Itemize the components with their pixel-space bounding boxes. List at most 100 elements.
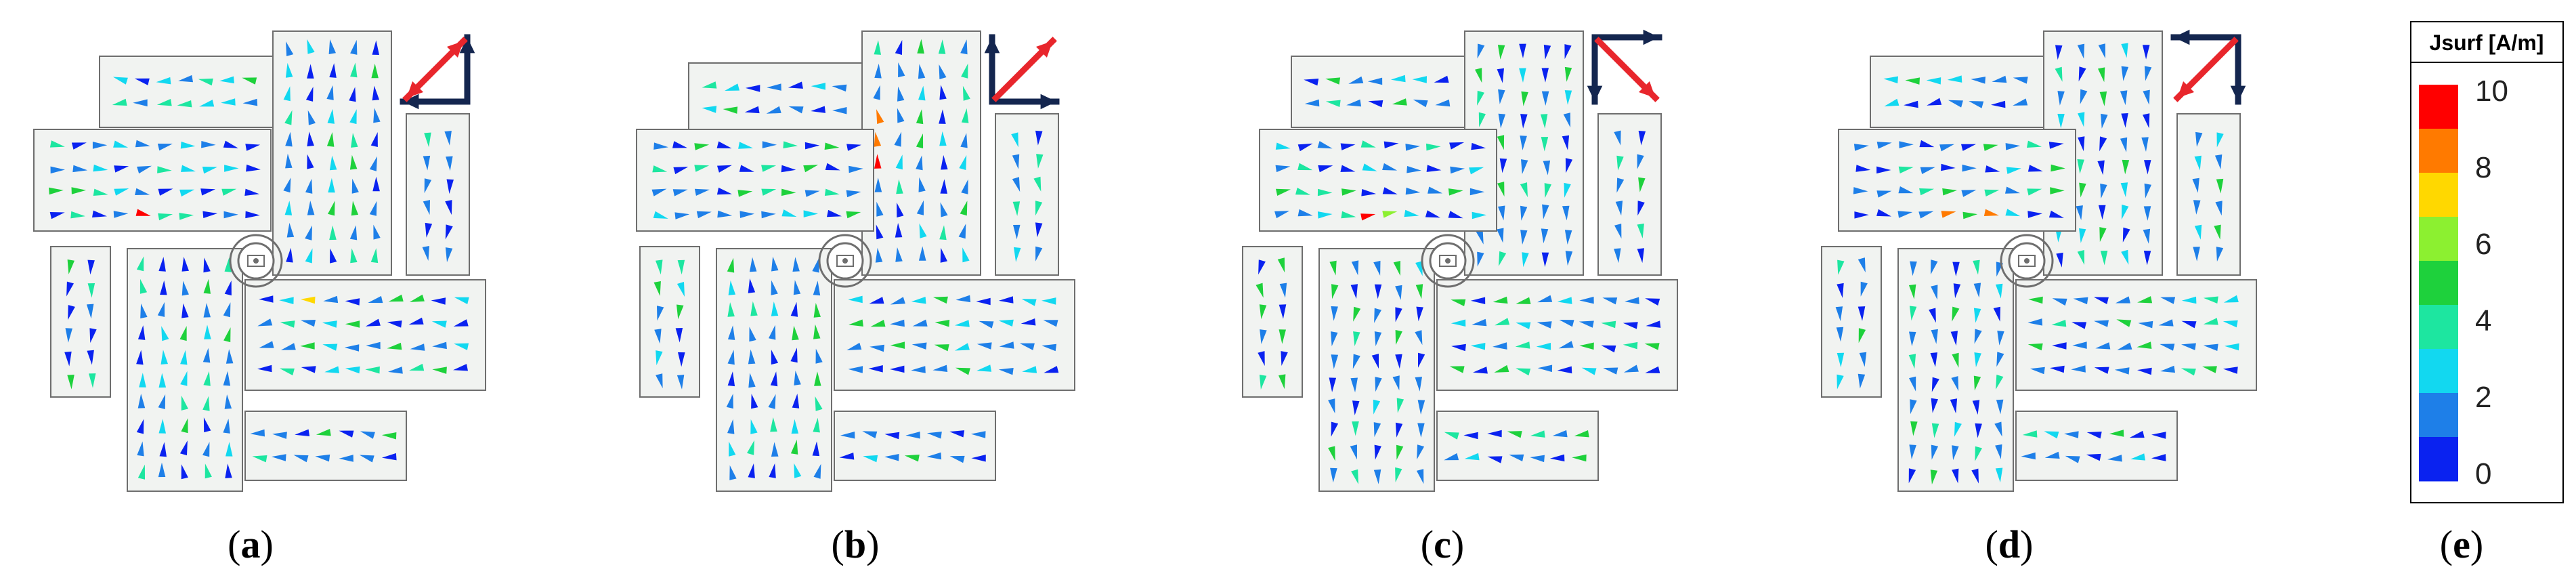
current-arrow xyxy=(768,394,776,409)
current-arrow xyxy=(1858,257,1866,273)
current-arrow xyxy=(158,188,173,196)
current-arrow xyxy=(1497,135,1505,150)
current-arrow xyxy=(1530,430,1545,438)
current-arrow xyxy=(368,295,383,304)
current-arrow xyxy=(911,342,927,350)
current-arrow xyxy=(283,86,291,102)
current-arrow xyxy=(1904,100,1918,108)
current-arrow xyxy=(137,165,152,174)
current-arrow xyxy=(962,247,970,263)
current-arrow xyxy=(453,319,469,327)
current-arrow xyxy=(203,417,211,433)
current-arrow xyxy=(2022,430,2038,438)
current-arrow xyxy=(1035,130,1043,146)
current-arrow xyxy=(286,41,294,56)
current-arrow xyxy=(365,366,380,374)
current-arrow xyxy=(678,352,685,367)
current-arrow xyxy=(2194,224,2202,240)
current-arrow xyxy=(1952,352,1959,368)
current-arrow xyxy=(112,98,127,106)
current-arrow xyxy=(769,325,776,340)
current-arrow xyxy=(1497,68,1504,83)
current-arrow xyxy=(1260,329,1267,344)
current-arrow xyxy=(870,344,884,352)
current-arrow xyxy=(2144,66,2152,81)
current-arrow xyxy=(307,39,315,54)
current-arrow xyxy=(198,78,213,86)
current-arrow xyxy=(1382,211,1398,218)
current-arrow xyxy=(1574,430,1589,438)
current-arrow xyxy=(272,432,287,439)
current-arrow xyxy=(2195,131,2203,147)
current-arrow xyxy=(1615,201,1623,216)
current-arrow xyxy=(1520,114,1528,129)
current-arrow xyxy=(1962,164,1977,172)
axis-vertical-arrow-head xyxy=(1587,85,1603,102)
current-arrow xyxy=(158,373,167,388)
current-arrow xyxy=(1279,304,1287,319)
current-arrow xyxy=(2098,43,2105,59)
current-arrow xyxy=(895,223,903,238)
current-arrow xyxy=(762,141,777,148)
current-arrow xyxy=(970,431,986,438)
current-arrow xyxy=(1328,398,1335,414)
current-arrow xyxy=(748,373,756,388)
current-arrow xyxy=(408,317,424,325)
current-arrow xyxy=(1557,297,1572,304)
current-arrow xyxy=(895,247,903,262)
current-arrow xyxy=(812,441,820,457)
current-arrow xyxy=(202,396,210,411)
current-arrow xyxy=(771,442,779,457)
current-arrow xyxy=(381,453,397,461)
current-arrow xyxy=(324,366,340,373)
current-arrow xyxy=(201,141,216,148)
current-arrow xyxy=(934,344,949,352)
current-arrow xyxy=(315,454,330,462)
current-arrow xyxy=(1036,154,1044,169)
current-arrow xyxy=(1444,453,1459,461)
current-arrow xyxy=(271,454,286,461)
current-arrow xyxy=(1994,421,2002,437)
current-arrow xyxy=(898,62,905,78)
antenna-plate xyxy=(2015,411,2178,481)
current-arrow xyxy=(694,188,710,196)
current-arrow xyxy=(1340,165,1356,172)
current-arrow xyxy=(1297,163,1313,171)
current-arrow xyxy=(1952,445,1959,461)
current-arrow xyxy=(726,394,733,409)
current-arrow xyxy=(328,178,335,193)
current-arrow xyxy=(345,320,360,328)
current-arrow xyxy=(2193,247,2200,262)
current-arrow xyxy=(677,259,685,275)
current-arrow xyxy=(1329,260,1337,276)
current-arrow xyxy=(1012,154,1020,169)
current-arrow xyxy=(1341,188,1356,196)
current-arrow xyxy=(1341,211,1356,219)
current-arrow xyxy=(783,141,798,148)
current-arrow xyxy=(285,131,293,147)
antenna-plate xyxy=(861,30,981,276)
axis-horizontal-arrow-head xyxy=(403,93,419,110)
current-arrow xyxy=(1374,284,1382,299)
current-arrow xyxy=(895,40,903,55)
current-arrow xyxy=(1974,329,1982,344)
current-arrow xyxy=(1352,421,1359,436)
current-arrow xyxy=(329,155,337,171)
current-arrow xyxy=(1858,373,1866,389)
current-arrow xyxy=(203,371,211,386)
current-arrow xyxy=(788,81,803,89)
current-arrow xyxy=(1637,248,1644,264)
current-arrow xyxy=(926,452,942,460)
current-arrow xyxy=(729,465,737,480)
current-arrow xyxy=(2129,430,2145,438)
current-arrow xyxy=(869,297,884,304)
current-arrow xyxy=(349,87,356,102)
current-arrow xyxy=(677,304,684,320)
current-arrow xyxy=(2030,367,2045,375)
current-arrow xyxy=(1255,283,1264,298)
current-arrow xyxy=(68,305,75,320)
current-arrow xyxy=(960,39,968,55)
current-arrow xyxy=(71,187,87,194)
current-arrow xyxy=(2203,318,2218,325)
current-arrow xyxy=(2094,320,2109,327)
